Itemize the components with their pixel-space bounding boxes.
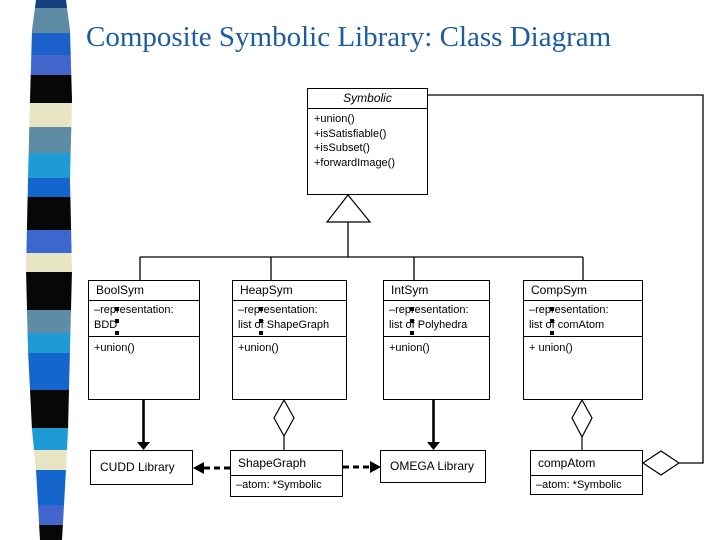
stripe-segment — [26, 505, 72, 525]
class-methods-boolsym: +union() — [89, 337, 199, 356]
dependency-arrow-boolsym-cudd — [137, 400, 150, 450]
class-name-shapegraph: ShapeGraph — [231, 451, 342, 476]
stripe-segment — [26, 525, 72, 540]
class-attr-compatom: –atom: *Symbolic — [536, 479, 622, 491]
attr-value: list of ShapeGraph — [238, 319, 330, 331]
class-box-compatom: compAtom –atom: *Symbolic — [530, 450, 643, 495]
stripe-segment — [26, 75, 72, 103]
class-name-intsym: IntSym — [384, 281, 489, 301]
stripe-segment — [26, 178, 72, 197]
stripe-segment — [26, 353, 72, 390]
ellipsis-dots — [115, 307, 119, 335]
class-name-boolsym: BoolSym — [89, 281, 199, 301]
decorative-stripe — [26, 0, 72, 540]
method-union: + union() — [529, 342, 573, 354]
class-box-boolsym: BoolSym –representation: BDD +union() — [88, 280, 200, 400]
ellipsis-dots — [259, 307, 263, 335]
library-box-cudd: CUDD Library — [90, 450, 193, 485]
stripe-segment — [26, 0, 72, 8]
attr-value: list of comAtom — [529, 319, 605, 331]
library-name-cudd: CUDD Library — [100, 460, 175, 474]
class-name-symbolic: Symbolic — [308, 89, 427, 109]
class-attrs-boolsym: –representation: BDD — [89, 301, 199, 337]
stripe-segment — [26, 470, 72, 505]
class-attrs-intsym: –representation: list of Polyhedra — [384, 301, 489, 337]
class-box-heapsym: HeapSym –representation: list of ShapeGr… — [232, 280, 347, 400]
class-methods-heapsym: +union() — [233, 337, 346, 356]
attr-label: –representation: — [238, 304, 318, 316]
stripe-segment — [26, 33, 72, 55]
class-methods-compsym: + union() — [524, 337, 642, 356]
method-forwardimage: +forwardImage() — [314, 156, 396, 169]
class-name-compsym: CompSym — [524, 281, 642, 301]
class-name-compatom: compAtom — [531, 451, 642, 476]
ellipsis-dots — [410, 307, 414, 335]
dashed-arrow-shapegraph-omega — [343, 461, 381, 473]
stripe-segment — [26, 55, 72, 75]
slide-title: Composite Symbolic Library: Class Diagra… — [86, 21, 612, 53]
generalization-connector — [139, 194, 584, 280]
stripe-segment — [26, 272, 72, 310]
library-name-omega: OMEGA Library — [390, 459, 475, 473]
stripe-segment — [26, 253, 72, 272]
ellipsis-dots — [550, 307, 554, 335]
stripe-segment — [26, 197, 72, 230]
aggregation-diamond-compatom-right — [641, 450, 681, 476]
attr-label: –representation: — [529, 304, 609, 316]
class-name-heapsym: HeapSym — [233, 281, 346, 301]
aggregation-connector-compsym-compatom — [571, 398, 593, 450]
class-attrs-heapsym: –representation: list of ShapeGraph — [233, 301, 346, 337]
class-methods-intsym: +union() — [384, 337, 489, 356]
inheritance-triangle — [325, 194, 372, 223]
stripe-segment — [26, 127, 72, 153]
class-box-shapegraph: ShapeGraph –atom: *Symbolic — [230, 450, 343, 497]
method-union: +union() — [389, 342, 430, 354]
aggregation-diamond-heapsym — [273, 398, 295, 438]
class-attr-shapegraph: –atom: *Symbolic — [236, 479, 322, 491]
stripe-segment — [26, 450, 72, 470]
library-box-omega: OMEGA Library — [380, 450, 486, 483]
stripe-segment — [26, 230, 72, 253]
class-box-intsym: IntSym –representation: list of Polyhedr… — [383, 280, 490, 400]
aggregation-connector-heapsym-shapegraph — [273, 398, 295, 450]
class-box-compsym: CompSym –representation: list of comAtom… — [523, 280, 643, 400]
class-box-symbolic: Symbolic +union() +isSatisfiable() +isSu… — [307, 88, 428, 195]
method-issubset: +isSubset() — [314, 142, 370, 154]
stripe-segment — [26, 390, 72, 428]
dependency-arrow-intsym-omega — [427, 400, 440, 450]
attr-value: list of Polyhedra — [389, 319, 468, 331]
attr-value: BDD — [94, 319, 118, 331]
aggregation-diamond-compsym — [571, 398, 593, 439]
stripe-segment — [26, 103, 72, 127]
stripe-segment — [26, 8, 72, 33]
stripe-segment — [26, 428, 72, 450]
stripe-segment — [26, 333, 72, 353]
method-issatisfiable: +isSatisfiable() — [314, 127, 387, 140]
method-union: +union() — [94, 342, 135, 354]
dashed-arrow-shapegraph-cudd — [193, 462, 230, 474]
class-methods-symbolic: +union() +isSatisfiable() +isSubset() +f… — [308, 109, 427, 170]
stripe-segment — [26, 153, 72, 178]
method-union: +union() — [238, 342, 279, 354]
attr-label: –representation: — [94, 304, 174, 316]
method-union: +union() — [314, 113, 355, 125]
class-attrs-compsym: –representation: list of comAtom — [524, 301, 642, 337]
stripe-segment — [26, 310, 72, 333]
attr-label: –representation: — [389, 304, 469, 316]
